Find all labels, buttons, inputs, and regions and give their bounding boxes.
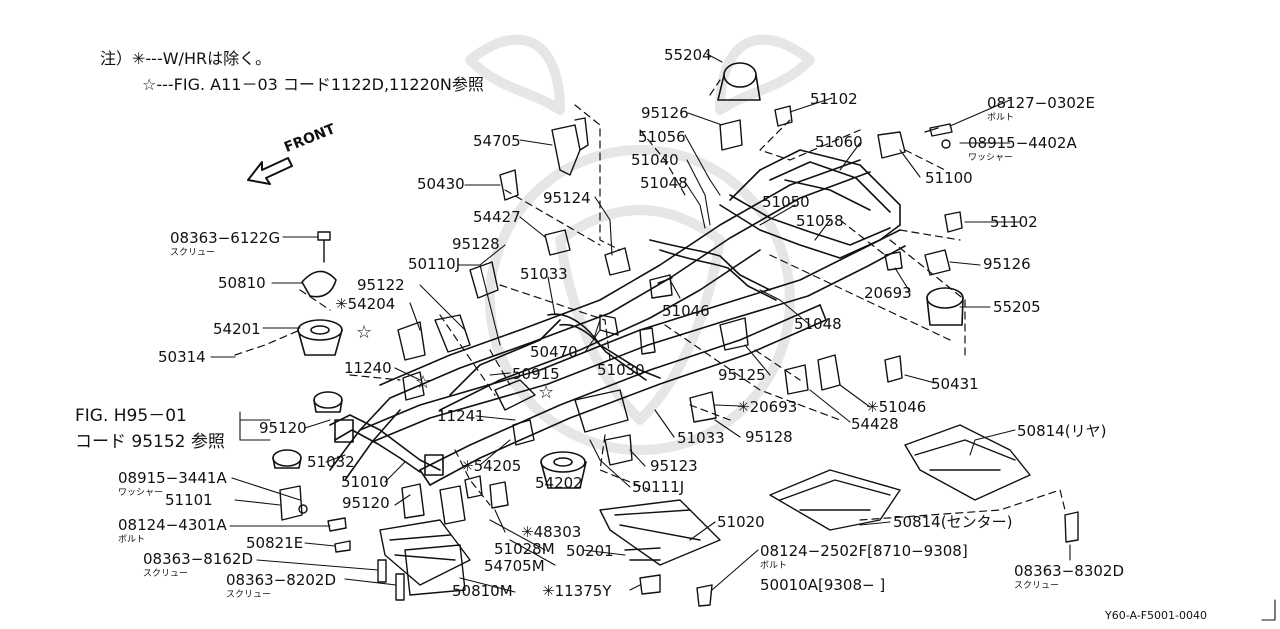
part-label[interactable]: 95126 <box>641 104 689 122</box>
part-sublabel: ボルト <box>760 561 788 571</box>
part-label[interactable]: 51010 <box>341 473 389 491</box>
part-label[interactable]: 50010A[9308− ] <box>760 576 886 594</box>
part-label[interactable]: 08127−0302E <box>987 94 1095 112</box>
fig-ref-line-1[interactable]: FIG. H95－01 <box>75 406 187 426</box>
part-label[interactable]: 95122 <box>357 276 405 294</box>
part-label[interactable]: 08363−6122G <box>170 229 281 247</box>
fig-ref-line-2[interactable]: コード 95152 参照 <box>75 432 225 452</box>
skid-plates <box>379 424 1031 586</box>
diagram-code: Y60-A-F5001-0040 <box>1105 609 1207 622</box>
star-marker: ☆ <box>415 372 432 393</box>
part-label[interactable]: 54202 <box>535 474 583 492</box>
leader-lines <box>210 53 1276 621</box>
part-sublabel: ボルト <box>987 113 1015 123</box>
part-label[interactable]: 54705M <box>484 557 545 575</box>
note-line-2: ☆---FIG. A11－03 コード1122D,11220N参照 <box>142 75 484 94</box>
part-label[interactable]: 51056 <box>638 128 686 146</box>
part-label[interactable]: 51032 <box>307 453 355 471</box>
part-label[interactable]: 51101 <box>165 491 213 509</box>
part-label[interactable]: 95120 <box>259 419 307 437</box>
part-label[interactable]: ✳54204 <box>335 295 396 313</box>
part-label[interactable]: 51060 <box>815 133 863 151</box>
part-label[interactable]: 50201 <box>566 542 614 560</box>
part-label[interactable]: 50111J <box>632 478 685 496</box>
star-marker: ☆ <box>538 382 555 403</box>
part-label[interactable]: 50814(リヤ) <box>1017 422 1107 440</box>
part-label[interactable]: 51050 <box>762 193 810 211</box>
part-sublabel: スクリュー <box>226 590 272 600</box>
part-label[interactable]: ✳48303 <box>521 523 582 541</box>
part-label[interactable]: 08363−8162D <box>143 550 254 568</box>
part-label[interactable]: 50814(センター) <box>893 513 1013 531</box>
part-label[interactable]: 54427 <box>473 208 521 226</box>
part-sublabel: ワッシャー <box>118 488 164 498</box>
part-label[interactable]: ✳54205 <box>461 457 522 475</box>
part-label[interactable]: 50430 <box>417 175 465 193</box>
cross-members <box>359 149 901 443</box>
star-marker: ☆ <box>356 322 373 343</box>
part-label[interactable]: 11240 <box>344 359 392 377</box>
part-label[interactable]: 20693 <box>864 284 912 302</box>
part-label[interactable]: 08124−2502F[8710−9308] <box>760 542 968 560</box>
part-label[interactable]: 51028M <box>494 540 555 558</box>
part-label[interactable]: 50431 <box>931 375 979 393</box>
part-label[interactable]: 50810M <box>452 582 513 600</box>
part-label[interactable]: 11241 <box>437 407 485 425</box>
part-label[interactable]: 50810 <box>218 274 266 292</box>
fasteners <box>298 123 1079 607</box>
brackets <box>279 105 963 596</box>
part-label[interactable]: 51020 <box>717 513 765 531</box>
front-cross-member <box>329 414 444 476</box>
part-label[interactable]: 54428 <box>851 415 899 433</box>
part-label[interactable]: 95125 <box>718 366 766 384</box>
part-label[interactable]: 50470 <box>530 343 578 361</box>
part-label[interactable]: 51048 <box>794 315 842 333</box>
front-arrow-icon <box>247 157 293 185</box>
part-label[interactable]: 51033 <box>520 265 568 283</box>
note-line-1: 注）✳---W/HRは除く。 <box>100 49 272 68</box>
part-label[interactable]: 95124 <box>543 189 591 207</box>
body-mounts <box>272 62 964 489</box>
part-label[interactable]: 51048 <box>640 174 688 192</box>
part-label[interactable]: 50314 <box>158 348 206 366</box>
part-label[interactable]: 55205 <box>993 298 1041 316</box>
part-label[interactable]: 51033 <box>677 429 725 447</box>
part-sublabel: スクリュー <box>1014 581 1060 591</box>
part-sublabel: スクリュー <box>143 569 189 579</box>
part-label[interactable]: 51046 <box>662 302 710 320</box>
part-label[interactable]: 08363−8302D <box>1014 562 1125 580</box>
part-label[interactable]: 54705 <box>473 132 521 150</box>
part-label[interactable]: ✳20693 <box>737 398 798 416</box>
part-label[interactable]: ✳11375Y <box>542 582 612 600</box>
watermark-emblem <box>465 34 815 455</box>
part-label[interactable]: 08915−3441A <box>118 469 227 487</box>
part-label[interactable]: 95126 <box>983 255 1031 273</box>
part-label[interactable]: 95128 <box>745 428 793 446</box>
part-sublabel: スクリュー <box>170 248 216 258</box>
part-label[interactable]: 51040 <box>631 151 679 169</box>
part-label[interactable]: 51102 <box>990 213 1038 231</box>
part-label[interactable]: ✳51046 <box>866 398 927 416</box>
part-label[interactable]: 51100 <box>925 169 973 187</box>
part-label[interactable]: 51058 <box>796 212 844 230</box>
part-label[interactable]: 50821E <box>246 534 304 552</box>
part-label[interactable]: 51030 <box>597 361 645 379</box>
part-label[interactable]: 55204 <box>664 46 712 64</box>
part-label[interactable]: 50915 <box>512 365 560 383</box>
part-label[interactable]: 08915−4402A <box>968 134 1077 152</box>
part-label[interactable]: 95120 <box>342 494 390 512</box>
part-sublabel: ワッシャー <box>968 153 1014 163</box>
part-label[interactable]: 08124−4301A <box>118 516 227 534</box>
part-label[interactable]: 95123 <box>650 457 698 475</box>
part-label[interactable]: 08363−8202D <box>226 571 337 589</box>
dashed-leaders <box>234 79 1066 521</box>
part-label[interactable]: 95128 <box>452 235 500 253</box>
part-label[interactable]: 51102 <box>810 90 858 108</box>
part-label[interactable]: 50110J <box>408 255 461 273</box>
part-label[interactable]: 54201 <box>213 320 261 338</box>
part-sublabel: ボルト <box>118 535 146 545</box>
